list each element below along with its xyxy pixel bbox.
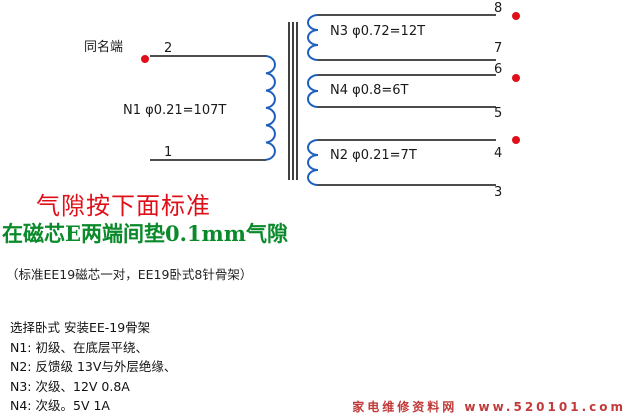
n2-dot-marker xyxy=(512,136,520,144)
primary-pin-top: 2 xyxy=(164,41,172,56)
n3-pin-top: 8 xyxy=(494,1,502,16)
same-end-label: 同名端 xyxy=(84,39,123,55)
note-line: N1: 初级、在底层平绕、 xyxy=(10,339,148,355)
n3-spec-label: N3 φ0.72=12T xyxy=(330,24,425,39)
note-line: N4: 次级。5V 1A xyxy=(10,398,110,413)
air-gap-headline: 气隙按下面标准 xyxy=(36,192,211,220)
n2-spec-label: N2 φ0.21=7T xyxy=(330,148,417,163)
n4-pin-bottom: 5 xyxy=(494,106,502,121)
winding-notes: 选择卧式 安装EE-19骨架 N1: 初级、在底层平绕、 N2: 反馈级 13V… xyxy=(10,318,176,416)
n3-dot-marker xyxy=(512,12,520,20)
primary-winding-coil xyxy=(265,55,276,161)
n4-spec-label: N4 φ0.8=6T xyxy=(330,83,409,98)
primary-spec-label: N1 φ0.21=107T xyxy=(123,103,226,118)
n3-winding-coil xyxy=(307,14,319,61)
primary-pin-bottom: 1 xyxy=(164,145,172,160)
note-line: N2: 反馈级 13V与外层绝缘、 xyxy=(10,359,177,374)
n4-winding-coil xyxy=(307,74,319,108)
note-line: N3: 次级、12V 0.8A xyxy=(10,378,130,394)
watermark: 家电维修资料网 www.520101.com xyxy=(352,400,626,414)
n2-pin-bottom: 3 xyxy=(494,185,502,200)
n2-winding-coil xyxy=(307,139,319,186)
primary-dot-marker xyxy=(141,55,149,63)
air-gap-instruction: 在磁芯E两端间垫0.1mm气隙 xyxy=(2,221,288,246)
bobbin-note: （标准EE19磁芯一对，EE19卧式8针骨架） xyxy=(6,267,253,282)
n4-dot-marker xyxy=(512,74,520,82)
n4-pin-top: 6 xyxy=(494,62,502,77)
n3-pin-bottom: 7 xyxy=(494,41,502,56)
n2-pin-top: 4 xyxy=(494,146,502,161)
note-line: 选择卧式 安装EE-19骨架 xyxy=(10,320,151,335)
